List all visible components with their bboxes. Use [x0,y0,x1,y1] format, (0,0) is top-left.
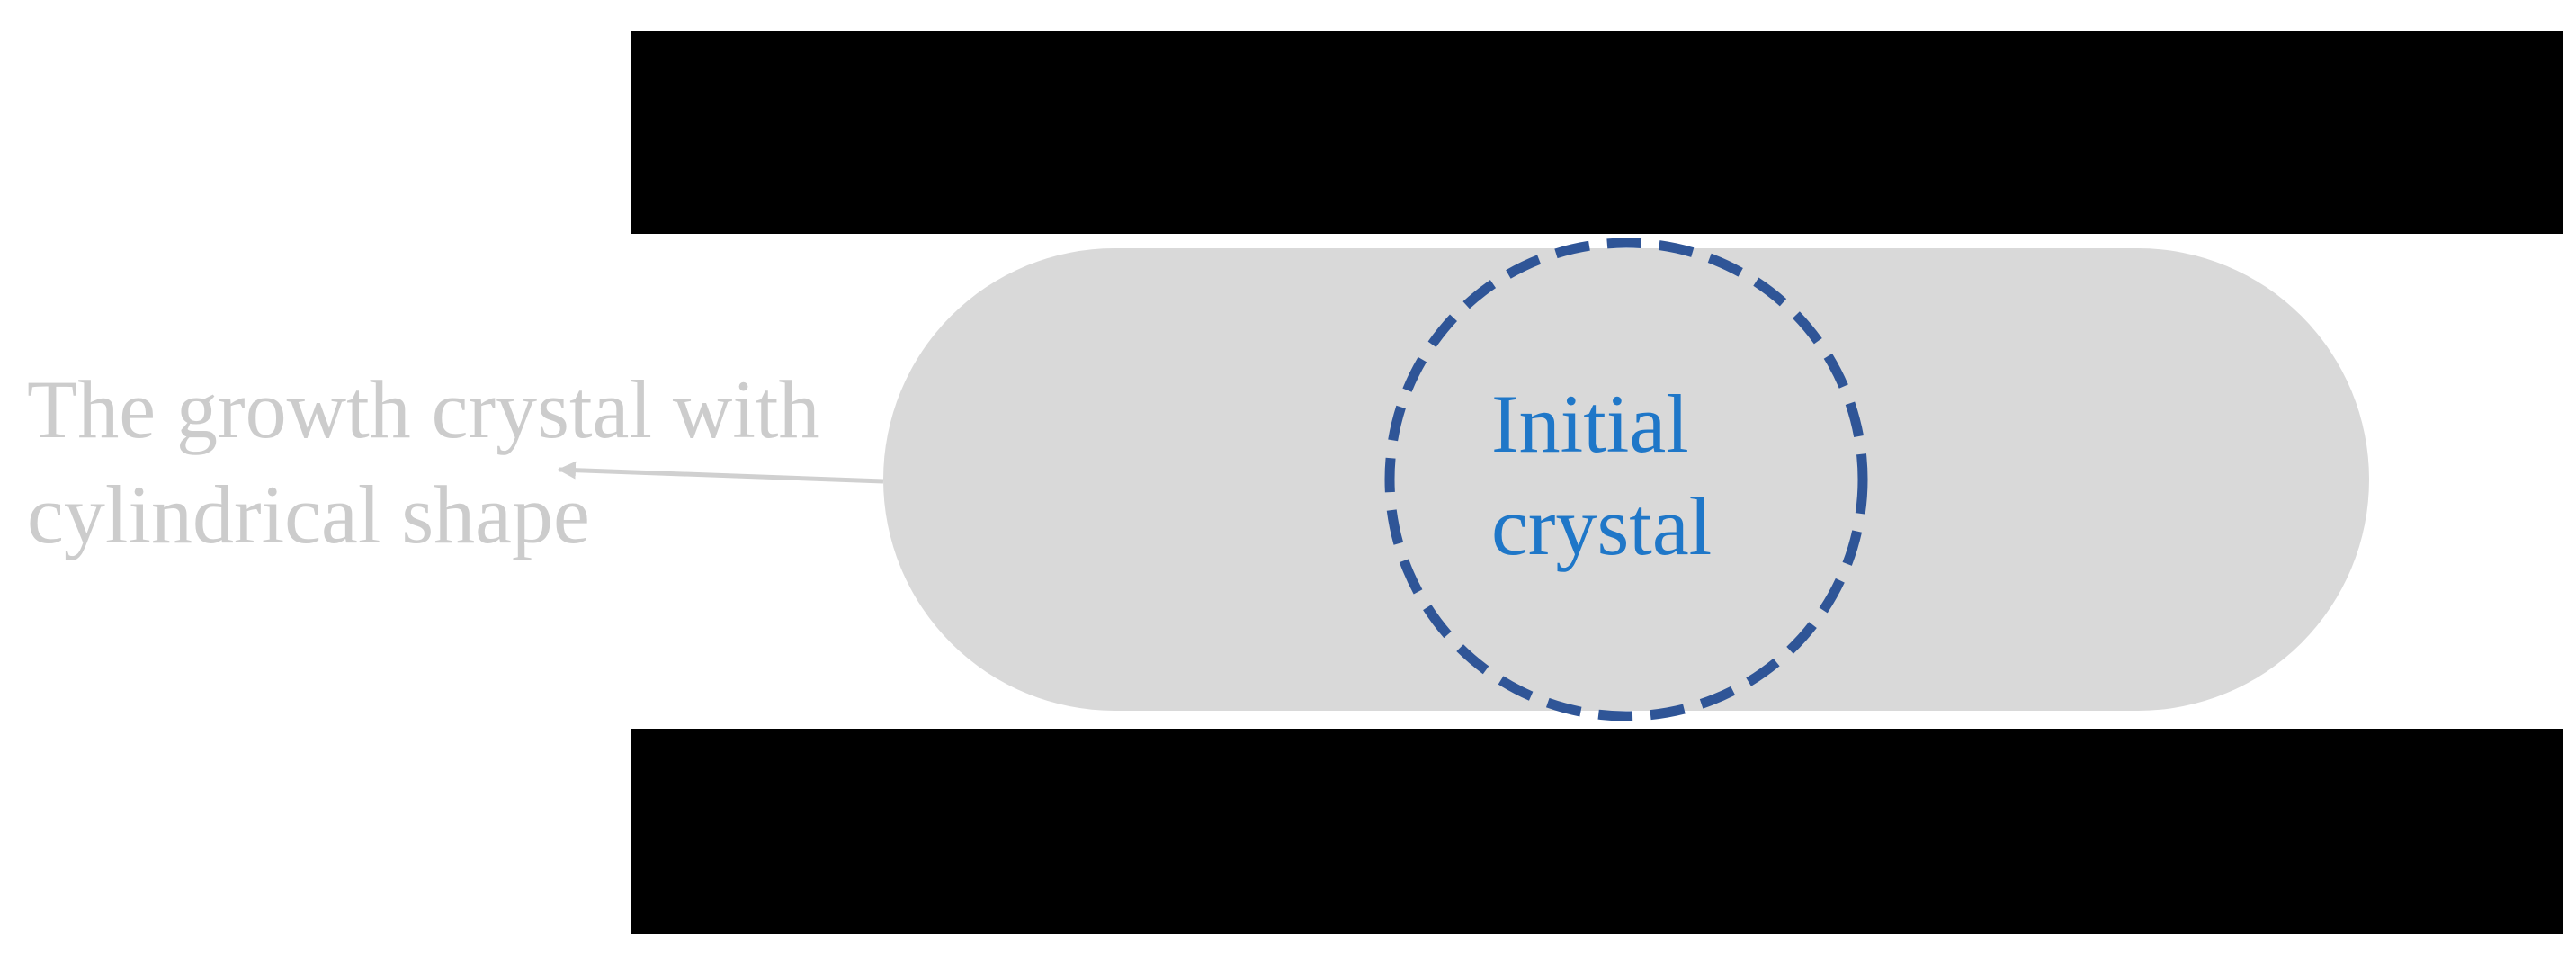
growth-crystal-cylinder [883,248,2369,711]
growth-crystal-label-line1: The growth crystal with [27,363,819,455]
initial-crystal-label: Initial crystal [1491,378,1712,572]
top-plate [631,31,2563,234]
initial-crystal-label-line1: Initial [1491,378,1689,470]
growth-crystal-label: The growth crystal with cylindrical shap… [27,363,840,560]
growth-crystal-label-line2: cylindrical shape [27,469,590,560]
initial-crystal-label-line2: crystal [1491,480,1712,572]
initial-crystal-circle [1384,238,1868,721]
growth-crystal-arrow [558,461,884,484]
bottom-plate [631,729,2563,934]
